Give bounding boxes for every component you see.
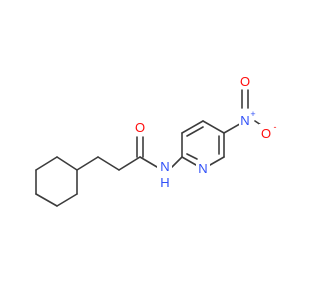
bond-cyclohexyl-3 [56,193,78,207]
amide-nitrogen-label: N [160,159,169,174]
bond-pyridine-2 [181,120,204,134]
pyridine-nitrogen-label: N [198,161,207,176]
nitro-n-mask [239,112,253,128]
bond-pyridine-3 [202,120,225,134]
bond-chain-1 [76,156,99,171]
nitro-oxygen-charge: - [274,122,277,132]
bond-cyclohexyl-4 [35,193,58,207]
nitro-oxygen-top-label: O [240,74,250,89]
bond-chain-2 [97,156,120,171]
bond-cyclohexyl-1 [56,156,78,171]
bond-amide-npy [171,156,183,168]
bond-pyridine-5 [209,156,225,166]
amide-hydrogen-label: H [160,175,169,190]
amide-n-mask [157,158,172,172]
bond-pyridine-6 [181,156,197,166]
bond-chain-3 [118,156,141,171]
atom-label-layer: N H O N N + O O - [133,72,277,190]
nitro-nitrogen-label: N [240,113,249,128]
carbonyl-oxygen-label: O [135,120,145,135]
carbonyl-o-mask [133,118,147,134]
nitro-o-top-mask [238,72,252,88]
bond-layer [35,89,265,207]
nitro-nitrogen-charge: + [250,109,255,119]
nitro-o-right-mask [259,124,273,140]
nitro-oxygen-right-label: O [261,126,271,141]
pyridine-n-mask [196,160,210,174]
bond-pyridine-6b [186,153,198,160]
bond-amide-cn [139,156,158,168]
bond-pyridine-2b [186,126,204,137]
molecule-diagram: N H O N N + O O - [35,72,277,207]
bond-cyclohexyl-6 [35,156,58,171]
